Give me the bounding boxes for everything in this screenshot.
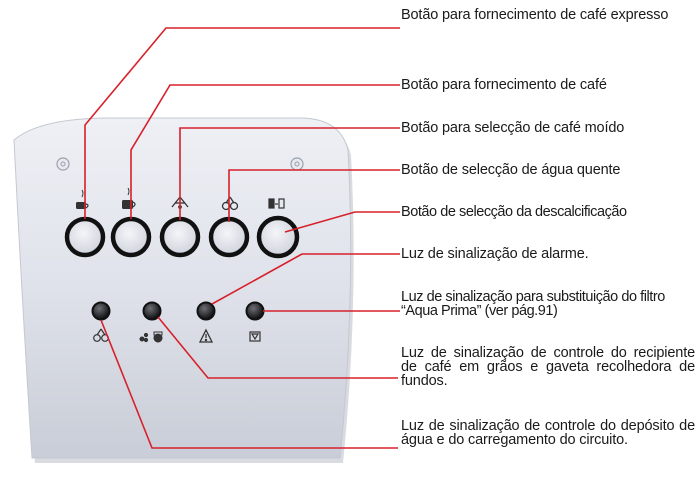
espresso-button[interactable]	[64, 216, 106, 258]
hot-water-button[interactable]	[208, 216, 250, 258]
leader-line-ground-coffee	[179, 127, 400, 220]
label-coffee-button: Botão para fornecimento de café	[401, 77, 607, 93]
water-tank-icon	[93, 328, 109, 342]
alarm-triangle-icon	[198, 328, 214, 343]
water-tank-light	[91, 301, 111, 321]
coffee-button[interactable]	[110, 216, 152, 258]
bean-container-light	[142, 301, 162, 321]
leader-line-water-tank	[100, 319, 398, 449]
leader-line-bean-container	[157, 316, 398, 379]
descaling-icon	[268, 198, 285, 209]
leader-line-espresso	[84, 27, 400, 219]
leader-line-coffee	[130, 84, 400, 219]
espresso-cup-icon	[76, 189, 89, 209]
label-water-tank-light: Luz de sinalização de controle do depósi…	[401, 418, 695, 448]
label-filter-light: Luz de sinalização para substituição do …	[401, 289, 665, 319]
hot-water-icon	[221, 196, 239, 211]
ground-coffee-button[interactable]	[159, 216, 201, 258]
descaling-button[interactable]	[256, 215, 300, 259]
label-bean-container-light: Luz de sinalização de controle do recipi…	[401, 345, 695, 389]
screw-right	[290, 157, 304, 171]
label-ground-coffee-button: Botão para selecção de café moído	[401, 120, 625, 136]
filter-light	[245, 301, 265, 321]
alarm-light	[196, 301, 216, 321]
leader-line-descaling	[284, 211, 400, 233]
leader-lines	[84, 27, 400, 449]
filter-icon	[249, 331, 261, 342]
label-espresso-button: Botão para fornecimento de café expresso	[401, 7, 669, 23]
leader-line-alarm	[211, 253, 400, 305]
label-descaling-button: Botão de selecção da descalcificação	[401, 204, 627, 220]
leader-line-hot-water	[228, 169, 400, 222]
screw-left	[56, 157, 70, 171]
label-hot-water-button: Botão de selecção de água quente	[401, 162, 621, 178]
label-alarm-light: Luz de sinalização de alarme.	[401, 246, 589, 262]
bean-container-icon	[139, 331, 163, 343]
